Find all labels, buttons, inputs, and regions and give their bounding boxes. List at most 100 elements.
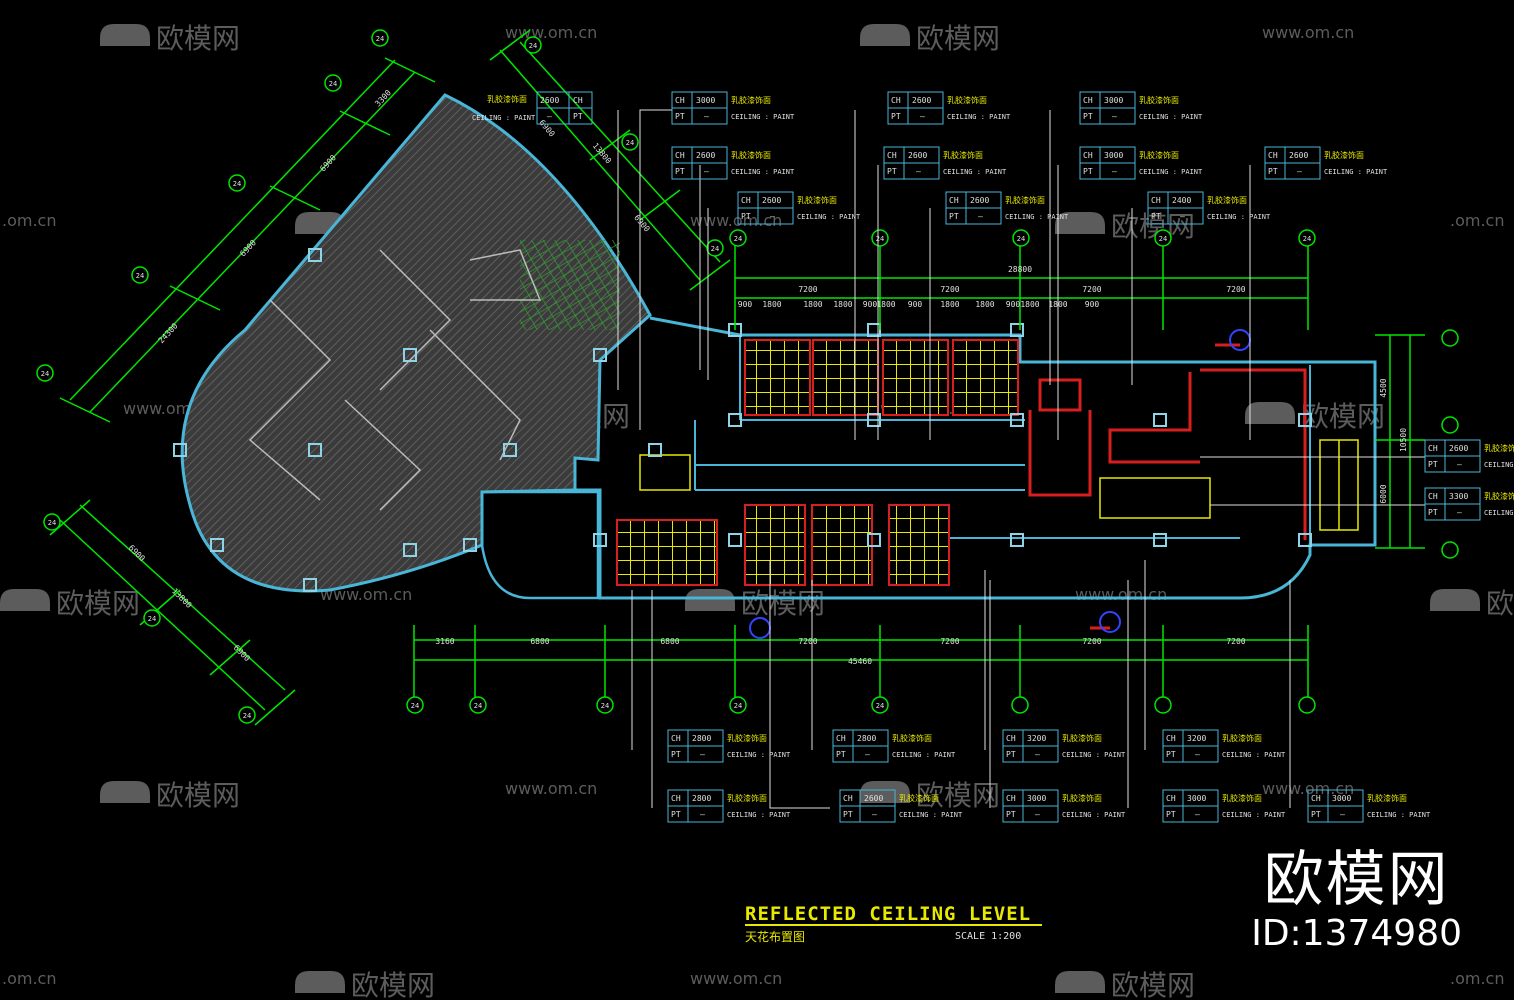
stair-grid-green — [520, 240, 620, 330]
watermark-logo-text: 欧模网 — [1111, 969, 1195, 1000]
tag-dash: — — [872, 810, 877, 819]
dimension-label: 1800 — [975, 300, 994, 309]
dimension-label: 45460 — [848, 657, 872, 666]
tag-ch-value: 3000 — [1332, 794, 1351, 803]
red-walls — [1028, 343, 1307, 630]
dimension-line — [589, 129, 631, 161]
tag-finish-text: CEILING — [1484, 461, 1514, 469]
watermark-url: www.om.cn — [690, 211, 782, 230]
dimension-line — [169, 285, 221, 311]
dimension-line — [269, 185, 321, 211]
meeting-room-ceiling — [744, 504, 806, 586]
grid-bubble: 24 — [238, 706, 256, 724]
dimension-label: 4500 — [1379, 378, 1388, 397]
watermark-url: .om.cn — [2, 211, 56, 230]
watermark-url: www.om.cn — [1075, 585, 1167, 604]
watermark-url: www.om.cn — [505, 23, 597, 42]
column-marker — [1010, 413, 1024, 427]
grid-bubble-circle — [228, 174, 246, 192]
column-marker — [593, 533, 607, 547]
tag-ch-value: 2800 — [692, 794, 711, 803]
grid-bubble-circle — [371, 29, 389, 47]
meeting-room-ceiling — [888, 504, 950, 586]
column-marker — [463, 538, 477, 552]
grid-bubble-circle — [324, 74, 342, 92]
tag-ch-label: CH — [1268, 151, 1278, 160]
tag-dash: — — [700, 810, 705, 819]
grid-bubble-label: 24 — [1303, 235, 1311, 243]
grid-bubble-circle — [1441, 329, 1459, 347]
grid-bubble: 24 — [469, 696, 487, 714]
sofa-icon — [1430, 589, 1480, 611]
tag-ch-label: CH — [741, 196, 751, 205]
column-marker — [1010, 323, 1024, 337]
column-marker — [728, 533, 742, 547]
dimension-label: 7200 — [940, 285, 959, 294]
tag-ch-label: CH — [891, 96, 901, 105]
grid-bubble: 24 — [1012, 229, 1030, 247]
grid-bubble-label: 24 — [233, 180, 241, 188]
dimension-line — [689, 259, 731, 291]
structural-columns — [173, 248, 1312, 592]
tag-finish-text: CEILING : PAINT — [943, 168, 1007, 176]
dimension-line — [254, 689, 296, 726]
grid-bubble: 24 — [871, 696, 889, 714]
grid-bubble: 24 — [1298, 229, 1316, 247]
dimension-label: 6000 — [1379, 484, 1388, 503]
tag-finish-text: CEILING : PAINT — [1222, 811, 1286, 819]
dimension-label: 10500 — [1399, 428, 1408, 452]
column-marker — [210, 538, 224, 552]
tag-pt-label: PT — [843, 810, 853, 819]
grid-bubble-circle — [1012, 229, 1030, 247]
tag-pt-label: PT — [891, 112, 901, 121]
tag-pt-label: PT — [671, 750, 681, 759]
dimension-label: 900 — [738, 300, 753, 309]
tag-pt-label: PT — [671, 810, 681, 819]
tag-ch-label: CH — [573, 96, 583, 105]
tag-pt-label: PT — [887, 167, 897, 176]
tag-finish-text: CEILING : PAINT — [1062, 751, 1126, 759]
tag-ch-value: 2600 — [1449, 444, 1468, 453]
grid-bubble-circle — [1154, 696, 1172, 714]
dimension-label: 7200 — [798, 285, 817, 294]
tag-ch-label: CH — [843, 794, 853, 803]
grid-bubble-circle — [469, 696, 487, 714]
grid-bubble-circle — [596, 696, 614, 714]
dimension-line — [209, 639, 251, 676]
tag-pt-label: PT — [1428, 460, 1438, 469]
tag-pt-label: PT — [1166, 750, 1176, 759]
sofa-icon — [1055, 212, 1105, 234]
grid-bubble-label: 24 — [1159, 235, 1167, 243]
tag-ch-value: 2600 — [696, 151, 715, 160]
grid-bubble — [1441, 541, 1459, 559]
tag-ch-label: CH — [836, 734, 846, 743]
column-marker — [648, 443, 662, 457]
sofa-icon — [860, 781, 910, 803]
dimension-label: 3160 — [435, 637, 454, 646]
tag-dash: — — [1195, 750, 1200, 759]
tag-ch-label: CH — [671, 794, 681, 803]
dimension-label: 900 — [908, 300, 923, 309]
sofa-icon — [0, 589, 50, 611]
tag-ch-value: 3000 — [1027, 794, 1046, 803]
tag-dash: — — [1340, 810, 1345, 819]
tag-finish-cn: 乳胶漆饰面 — [731, 95, 771, 105]
tag-pt-label: PT — [1006, 810, 1016, 819]
watermark-logo: 欧模网 — [860, 779, 1000, 812]
tag-finish-text: CEILING : PAINT — [1005, 213, 1069, 221]
column-marker — [173, 443, 187, 457]
tag-dash: — — [916, 167, 921, 176]
tag-finish-cn: 乳胶漆饰面 — [727, 733, 767, 743]
tag-finish-text: CEILING : PAINT — [731, 113, 795, 121]
